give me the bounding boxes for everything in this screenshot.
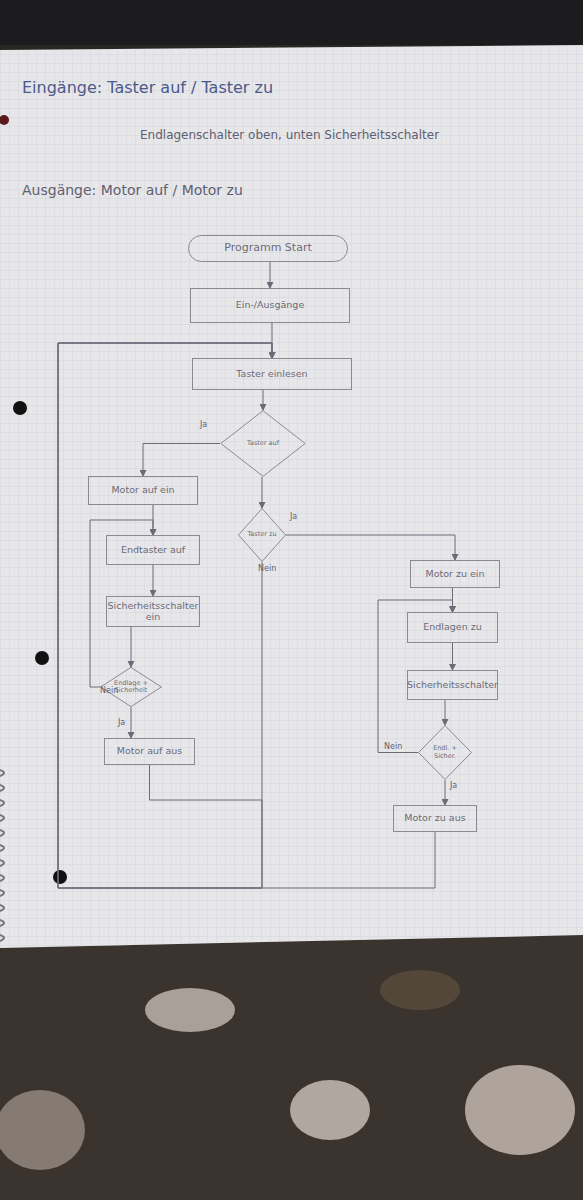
node-text: Endtaster auf [121, 545, 185, 555]
process-box: Motor zu ein [410, 560, 500, 588]
flow-connector [153, 565, 154, 596]
node-text: Motor zu ein [425, 569, 484, 579]
flow-connector [445, 700, 446, 725]
flow-connector [452, 588, 453, 612]
flow-connector [445, 780, 446, 805]
node-text: Ein-/Ausgänge [236, 300, 305, 310]
edge-label: Ja [200, 420, 207, 429]
node-text: Taster zu [238, 531, 285, 538]
header-text: Ausgänge: Motor auf / Motor zu [22, 182, 243, 198]
node-text: Taster auf [238, 440, 288, 447]
process-box: Ein-/Ausgänge [190, 288, 350, 323]
edge-label: Ja [290, 512, 297, 521]
flow-connector [131, 707, 132, 738]
process-box: Taster einlesen [192, 358, 352, 390]
edge-label: Nein [258, 564, 276, 573]
process-box: Motor zu aus [393, 805, 477, 832]
process-box: Endlagen zu [407, 612, 498, 643]
node-text: Motor auf aus [117, 746, 182, 756]
node-text: Motor auf ein [111, 485, 174, 495]
edge-label: Ja [118, 718, 125, 727]
flow-connector [153, 505, 154, 535]
flow-connector [58, 343, 272, 888]
process-box: Motor auf ein [88, 476, 198, 505]
node-text: Motor zu aus [404, 813, 465, 823]
header-text: Endlagenschalter oben, unten Sicherheits… [140, 128, 439, 142]
edge-label: Nein [100, 686, 118, 695]
process-box: Sicherheitsschalter [407, 670, 498, 700]
flow-connector [58, 343, 435, 888]
node-text: Sicherheitsschalter [407, 680, 498, 690]
process-box: Sicherheitsschalter ein [106, 596, 200, 627]
flow-connector [131, 627, 132, 667]
node-text: Programm Start [224, 242, 312, 254]
terminal-box: Programm Start [188, 235, 348, 262]
node-text: Endl. + Sicher. [418, 745, 472, 759]
flow-connector [286, 535, 455, 560]
node-text: Endlagen zu [423, 622, 481, 632]
decision-diamond: Endl. + Sicher. [418, 725, 472, 780]
process-box: Motor auf aus [104, 738, 195, 765]
flow-connector [143, 444, 220, 477]
flow-connector [262, 477, 263, 508]
flow-connector [58, 343, 272, 888]
flow-connector [272, 323, 273, 358]
decision-diamond: Taster zu [238, 508, 286, 562]
process-box: Endtaster auf [106, 535, 200, 565]
flow-connector [263, 390, 264, 410]
flow-connector [452, 643, 453, 670]
flow-connector [270, 262, 271, 288]
header-text: Eingänge: Taster auf / Taster zu [22, 78, 273, 97]
edge-label: Nein [384, 742, 402, 751]
node-text: Sicherheitsschalter ein [107, 601, 199, 622]
decision-diamond: Taster auf [220, 410, 306, 477]
node-text: Taster einlesen [236, 369, 307, 379]
edge-label: Ja [450, 781, 457, 790]
